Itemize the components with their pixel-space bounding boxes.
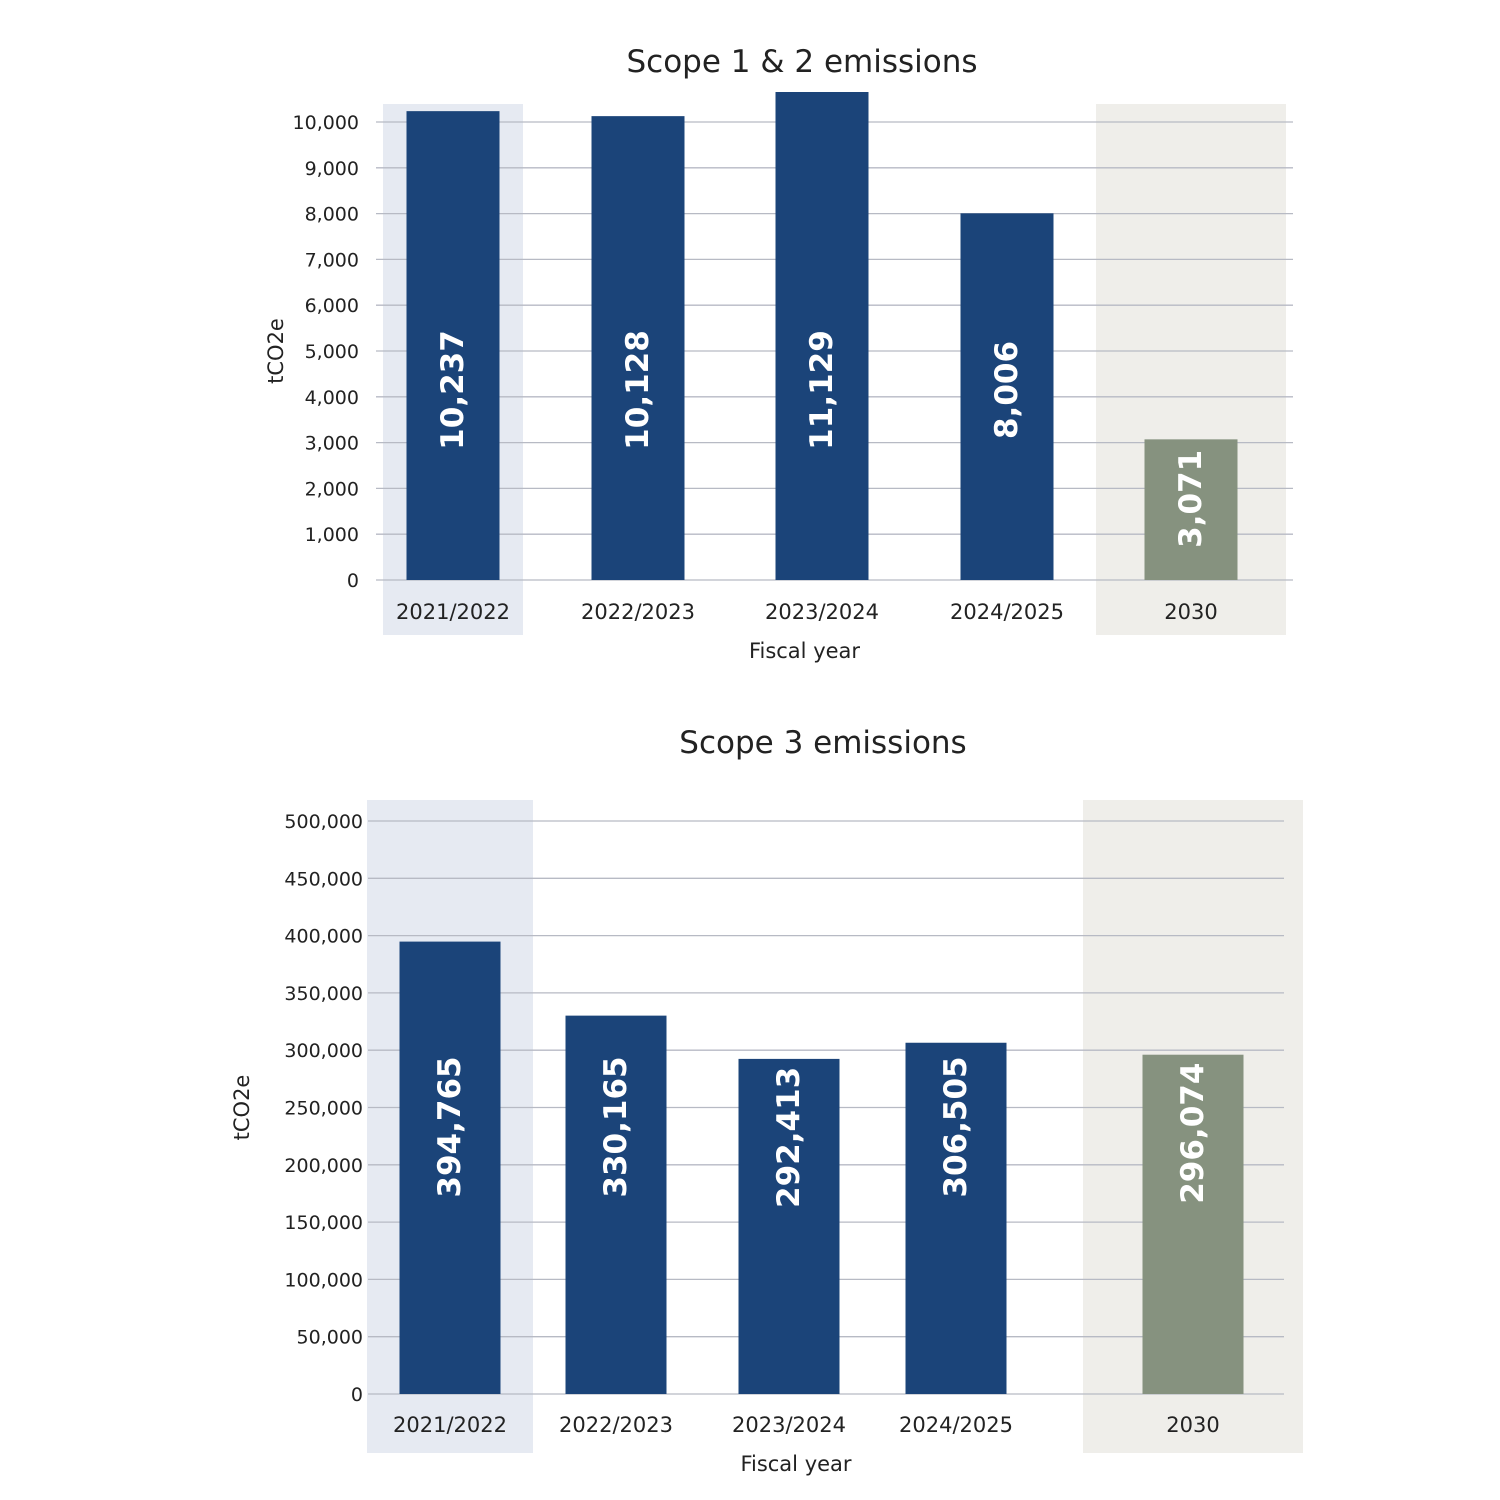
bar — [905, 1042, 1007, 1394]
bar — [591, 116, 685, 580]
x-axis-title: Fiscal year — [749, 639, 860, 663]
y-tick-label: 9,000 — [305, 158, 359, 180]
data-label: 11,129 — [804, 330, 840, 450]
y-tick-label: 7,000 — [305, 249, 359, 271]
y-tick-label: 3,000 — [305, 433, 359, 455]
data-label: 3,071 — [1173, 450, 1209, 548]
x-category-label: 2022/2023 — [581, 600, 695, 624]
x-category-label: 2023/2024 — [765, 600, 879, 624]
data-label: 330,165 — [598, 1056, 634, 1197]
bar — [738, 1058, 840, 1394]
x-axis-title: Fiscal year — [740, 1452, 851, 1476]
chart-scope-3: 0 50,000 100,000 150,000 200,000 250,000 300,0… — [230, 725, 1303, 1476]
y-tick-label: 500,000 — [284, 811, 363, 833]
bar-target — [1144, 439, 1238, 580]
x-category-label: 2022/2023 — [559, 1413, 673, 1437]
x-category-label: 2030 — [1166, 1413, 1219, 1437]
y-tick-label: 100,000 — [284, 1269, 363, 1291]
bar — [775, 92, 869, 580]
y-tick-label: 4,000 — [305, 387, 359, 409]
data-label: 10,237 — [435, 330, 471, 450]
bar-target — [1142, 1054, 1244, 1394]
bar — [406, 111, 500, 581]
y-tick-label: 400,000 — [284, 926, 363, 948]
x-category-label: 2021/2022 — [393, 1413, 507, 1437]
data-label: 296,074 — [1175, 1063, 1211, 1204]
chart-title: Scope 1 & 2 emissions — [626, 44, 977, 80]
data-label: 394,765 — [432, 1056, 468, 1197]
bar — [399, 941, 501, 1394]
y-tick-label: 200,000 — [284, 1155, 363, 1177]
chart-scope-1-2: 0 1,000 2,000 3,000 4,000 5,000 6,000 7,000 8,00… — [264, 44, 1293, 663]
y-tick-label: 1,000 — [305, 524, 359, 546]
x-category-label: 2024/2025 — [950, 600, 1064, 624]
x-category-label: 2023/2024 — [732, 1413, 846, 1437]
y-tick-label: 300,000 — [284, 1040, 363, 1062]
bar — [565, 1015, 667, 1394]
x-category-label: 2030 — [1164, 600, 1217, 624]
data-label: 10,128 — [620, 330, 656, 450]
y-tick-label: 250,000 — [284, 1098, 363, 1120]
y-axis-title: tCO2e — [264, 318, 288, 384]
y-tick-label: 0 — [347, 570, 359, 592]
y-tick-label: 2,000 — [305, 478, 359, 500]
data-label: 306,505 — [938, 1056, 974, 1197]
y-tick-label: 5,000 — [305, 341, 359, 363]
x-category-label: 2021/2022 — [396, 600, 510, 624]
y-tick-label: 8,000 — [305, 204, 359, 226]
x-category-label: 2024/2025 — [899, 1413, 1013, 1437]
y-tick-label: 6,000 — [305, 295, 359, 317]
y-tick-label: 150,000 — [284, 1212, 363, 1234]
y-tick-label: 10,000 — [293, 112, 359, 134]
y-axis-title: tCO2e — [230, 1075, 254, 1141]
bar — [960, 213, 1054, 580]
chart-title: Scope 3 emissions — [679, 725, 966, 761]
y-tick-label: 50,000 — [297, 1327, 363, 1349]
y-tick-label: 0 — [351, 1384, 363, 1406]
data-label: 8,006 — [989, 341, 1025, 439]
y-tick-label: 450,000 — [284, 868, 363, 890]
y-tick-label: 350,000 — [284, 983, 363, 1005]
data-label: 292,413 — [771, 1067, 807, 1208]
